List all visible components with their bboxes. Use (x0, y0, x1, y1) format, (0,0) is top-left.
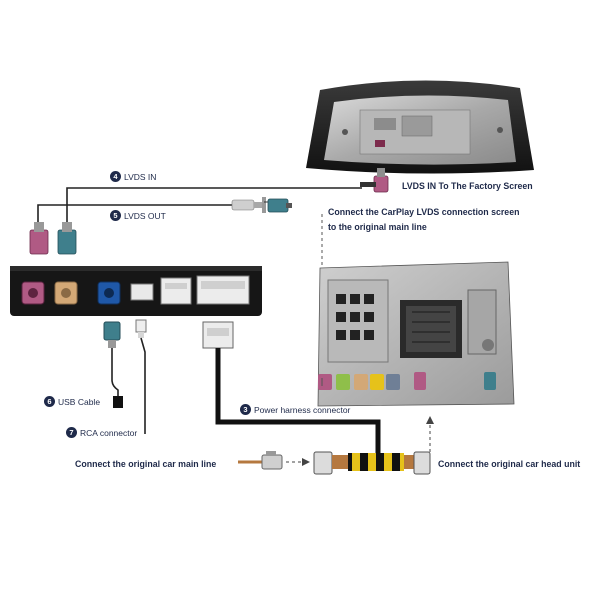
lvds-inline-connector (231, 197, 270, 213)
power-text: Power harness connector (254, 404, 351, 415)
lvds-in-cable (66, 187, 362, 232)
label-carplay-line2: to the original main line (328, 222, 427, 232)
usb-cable (103, 321, 123, 408)
badge-3: 3 (240, 404, 251, 415)
original-head-unit (317, 261, 515, 407)
lvds-teal-connector-mid (267, 198, 292, 213)
carplay-interface-box (10, 266, 262, 316)
rca-text: RCA connector (80, 427, 138, 438)
label-lvds-out: 5 LVDS OUT (110, 210, 166, 221)
main-line-plug (238, 451, 283, 470)
label-usb: 6 USB Cable (44, 396, 100, 407)
dashed-arrow-main-line (286, 458, 310, 466)
t-harness (313, 451, 431, 475)
lvds-in-text: LVDS IN (124, 171, 157, 182)
label-power: 3 Power harness connector (240, 404, 350, 415)
lvds-magenta-plug (29, 222, 49, 255)
lvds-factory-connector (360, 168, 389, 193)
badge-4: 4 (110, 171, 121, 182)
factory-screen (306, 80, 534, 174)
rca-cable (135, 319, 147, 434)
dashed-arrow-head-unit (426, 416, 434, 452)
power-harness-plug (202, 321, 234, 349)
lvds-teal-plug (57, 222, 77, 255)
lvds-out-text: LVDS OUT (124, 210, 166, 221)
label-car-main-line: Connect the original car main line (75, 459, 217, 469)
label-lvds-factory: LVDS IN To The Factory Screen (402, 181, 533, 191)
label-car-head-unit: Connect the original car head unit (438, 459, 581, 469)
power-harness-cable (215, 348, 381, 458)
usb-text: USB Cable (58, 396, 101, 407)
label-rca: 7 RCA connector (66, 427, 137, 438)
label-lvds-in: 4 LVDS IN (110, 171, 156, 182)
badge-6: 6 (44, 396, 55, 407)
badge-7: 7 (66, 427, 77, 438)
label-carplay-line1: Connect the CarPlay LVDS connection scre… (328, 207, 520, 217)
badge-5: 5 (110, 210, 121, 221)
